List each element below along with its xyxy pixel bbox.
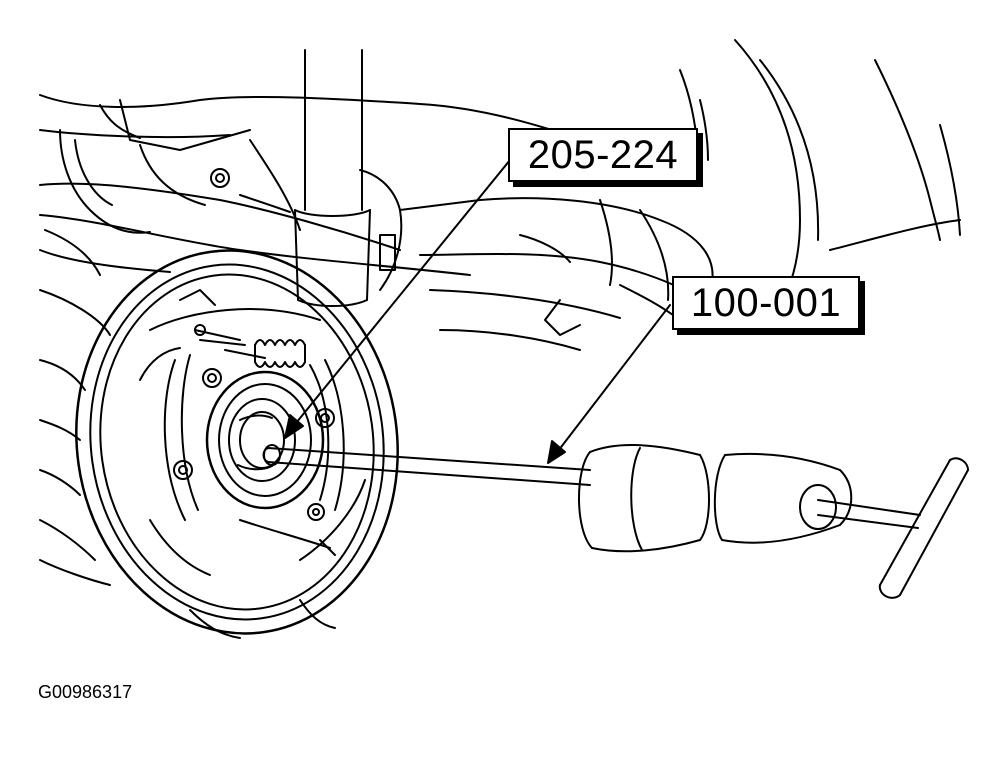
return-spring <box>194 329 306 368</box>
brake-backing-plate <box>75 249 399 639</box>
leader-205-224 <box>284 159 511 439</box>
adjuster-cable <box>239 519 336 556</box>
wheel-arch <box>679 39 961 311</box>
leader-100-001 <box>547 304 671 464</box>
callout-label-100-001: 100-001 <box>690 280 842 325</box>
chassis-background <box>39 94 741 586</box>
brake-shoes <box>163 339 345 521</box>
callout-205-224: 205-224 <box>508 128 698 182</box>
callout-label-205-224: 205-224 <box>527 132 679 177</box>
hub-bearing <box>205 370 325 510</box>
callout-100-001: 100-001 <box>672 276 860 330</box>
strut <box>294 49 371 307</box>
figure-id: G00986317 <box>38 682 133 702</box>
slide-hammer <box>262 444 969 599</box>
